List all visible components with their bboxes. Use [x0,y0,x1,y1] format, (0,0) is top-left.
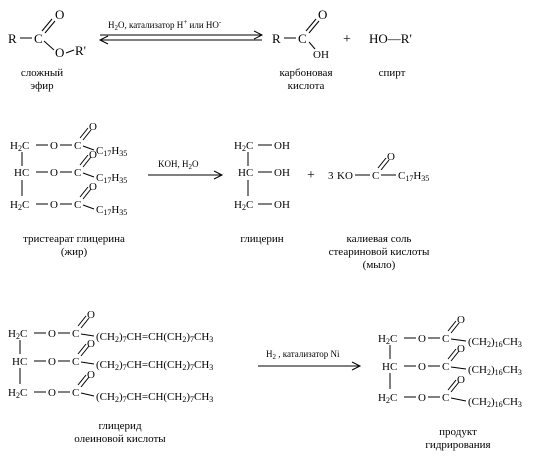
tristearin-row2-o: O [50,167,58,179]
saponification-conditions: KOH, H2O [158,159,199,171]
triolein-row2-c: C [72,356,79,368]
triolein-row3-left: H2C [8,387,27,400]
glycerol-row1-oh: OH [274,140,290,152]
tristearin-structure: H2C O C O C17H35 HC O C O C17H35 H2C O C… [10,121,127,217]
plus-sign-1: + [343,32,351,47]
triolein-caption-line2: олеиновой кислоты [74,433,166,445]
ester-r-left: R [8,31,17,46]
glycerol-structure: H2C OH HC OH H2C OH [234,140,290,212]
plus-sign-2: + [307,168,315,183]
tristearin-row2-o-top: O [89,149,97,161]
ester-carbonyl-oxygen: O [55,7,64,22]
tristearin-row2-left: HC [14,167,29,179]
soap-carbon: C [372,170,379,182]
triolein-row1-o-top: O [87,309,95,321]
glycerol-row2-left: HC [238,167,253,179]
soap-caption-line3: (мыло) [363,259,396,271]
tristearin-row1-c: C [74,140,81,152]
carboxylic-acid-structure: R C O OH [272,7,329,61]
product-row2-left: HC [382,361,397,373]
tristearin-caption-line1: тристеарат глицерина [23,233,125,245]
soap-chain: C17H35 [398,170,429,183]
ester-carbonyl-carbon: C [34,31,43,46]
tristearin-row1-chain: C17H35 [96,145,127,158]
hydrogenation-arrow [258,361,362,371]
triolein-row2-o: O [48,356,56,368]
product-row3-c: C [442,392,449,404]
alcohol-formula: HO—R' [369,31,412,46]
acid-r-left: R [272,31,281,46]
tristearin-row3-o-top: O [89,181,97,193]
ester-caption-line2: эфир [30,80,54,92]
ester-caption-line1: сложный [21,67,63,79]
product-row3-chain: (CH2)16CH3 [468,396,522,409]
acid-carbon: C [298,31,307,46]
glycerol-row3-oh: OH [274,199,290,211]
product-row2-c: C [442,361,449,373]
potassium-stearate-structure: 3 KO C O C17H35 [328,151,429,183]
acid-carbonyl-oxygen: O [318,7,327,22]
glycerol-row3-left: H2C [234,199,253,212]
ester-structure: R C O O R' [8,7,86,60]
tristearin-caption-line2: (жир) [61,246,88,258]
soap-caption-line1: калиевая соль [347,233,412,245]
triolein-row2-o-top: O [87,338,95,350]
tristearin-row3-left: H2C [10,199,29,212]
tristearin-row3-chain: C17H35 [96,204,127,217]
product-row1-left: H2C [378,333,397,346]
product-row1-o-top: O [457,314,465,326]
acid-caption-line1: карбоновая [279,67,332,79]
tristearin-product-structure: H2C O C O (CH2)16CH3 HC O C O (CH2)16CH3… [378,314,522,409]
product-row2-o-top: O [457,343,465,355]
ester-r-right: R' [75,43,86,58]
hydrolysis-conditions: H2O, катализатор H+ или HO- [108,18,222,32]
triolein-row3-o: O [48,387,56,399]
triolein-row3-chain: (CH2)7CH=CH(CH2)7CH3 [96,391,213,404]
product-row2-chain: (CH2)16CH3 [468,364,522,377]
tristearin-row3-c: C [74,199,81,211]
glycerol-caption: глицерин [240,233,283,245]
product-caption-line1: продукт [439,426,477,438]
triolein-row3-c: C [72,387,79,399]
tristearin-row1-o-top: O [89,121,97,133]
product-row1-chain: (CH2)16CH3 [468,336,522,349]
triolein-row1-o: O [48,328,56,340]
tristearin-row3-o: O [50,199,58,211]
triolein-row2-left: HC [12,356,27,368]
triolein-row1-c: C [72,328,79,340]
product-row3-left: H2C [378,392,397,405]
triolein-row2-chain: (CH2)7CH=CH(CH2)7CH3 [96,359,213,372]
product-row1-c: C [442,333,449,345]
acid-hydroxyl: OH [313,49,329,61]
equilibrium-arrows [98,30,264,45]
soap-o-top: O [387,151,395,163]
product-row3-o: O [418,392,426,404]
triolein-row3-o-top: O [87,369,95,381]
soap-ko: KO [337,170,353,182]
product-caption-line2: гидрирования [425,439,490,451]
glycerol-row2-oh: OH [274,167,290,179]
tristearin-row1-left: H2C [10,140,29,153]
saponification-arrow [148,170,224,180]
tristearin-row2-c: C [74,167,81,179]
soap-caption-line2: стеариновой кислоты [329,246,430,258]
triolein-caption-line1: глицерид [98,420,141,432]
ester-oxygen: O [55,45,64,60]
product-row1-o: O [418,333,426,345]
alcohol-caption: спирт [379,67,406,79]
product-row2-o: O [418,361,426,373]
triolein-structure: H2C O C O (CH2)7CH=CH(CH2)7CH3 HC O C O … [8,309,213,404]
tristearin-row2-chain: C17H35 [96,172,127,185]
tristearin-row1-o: O [50,140,58,152]
product-row3-o-top: O [457,374,465,386]
glycerol-row1-left: H2C [234,140,253,153]
hydrogenation-conditions: H2 , катализатор Ni [266,349,340,361]
triolein-row1-chain: (CH2)7CH=CH(CH2)7CH3 [96,331,213,344]
triolein-row1-left: H2C [8,328,27,341]
soap-coefficient: 3 [328,170,334,182]
acid-caption-line2: кислота [288,80,325,92]
